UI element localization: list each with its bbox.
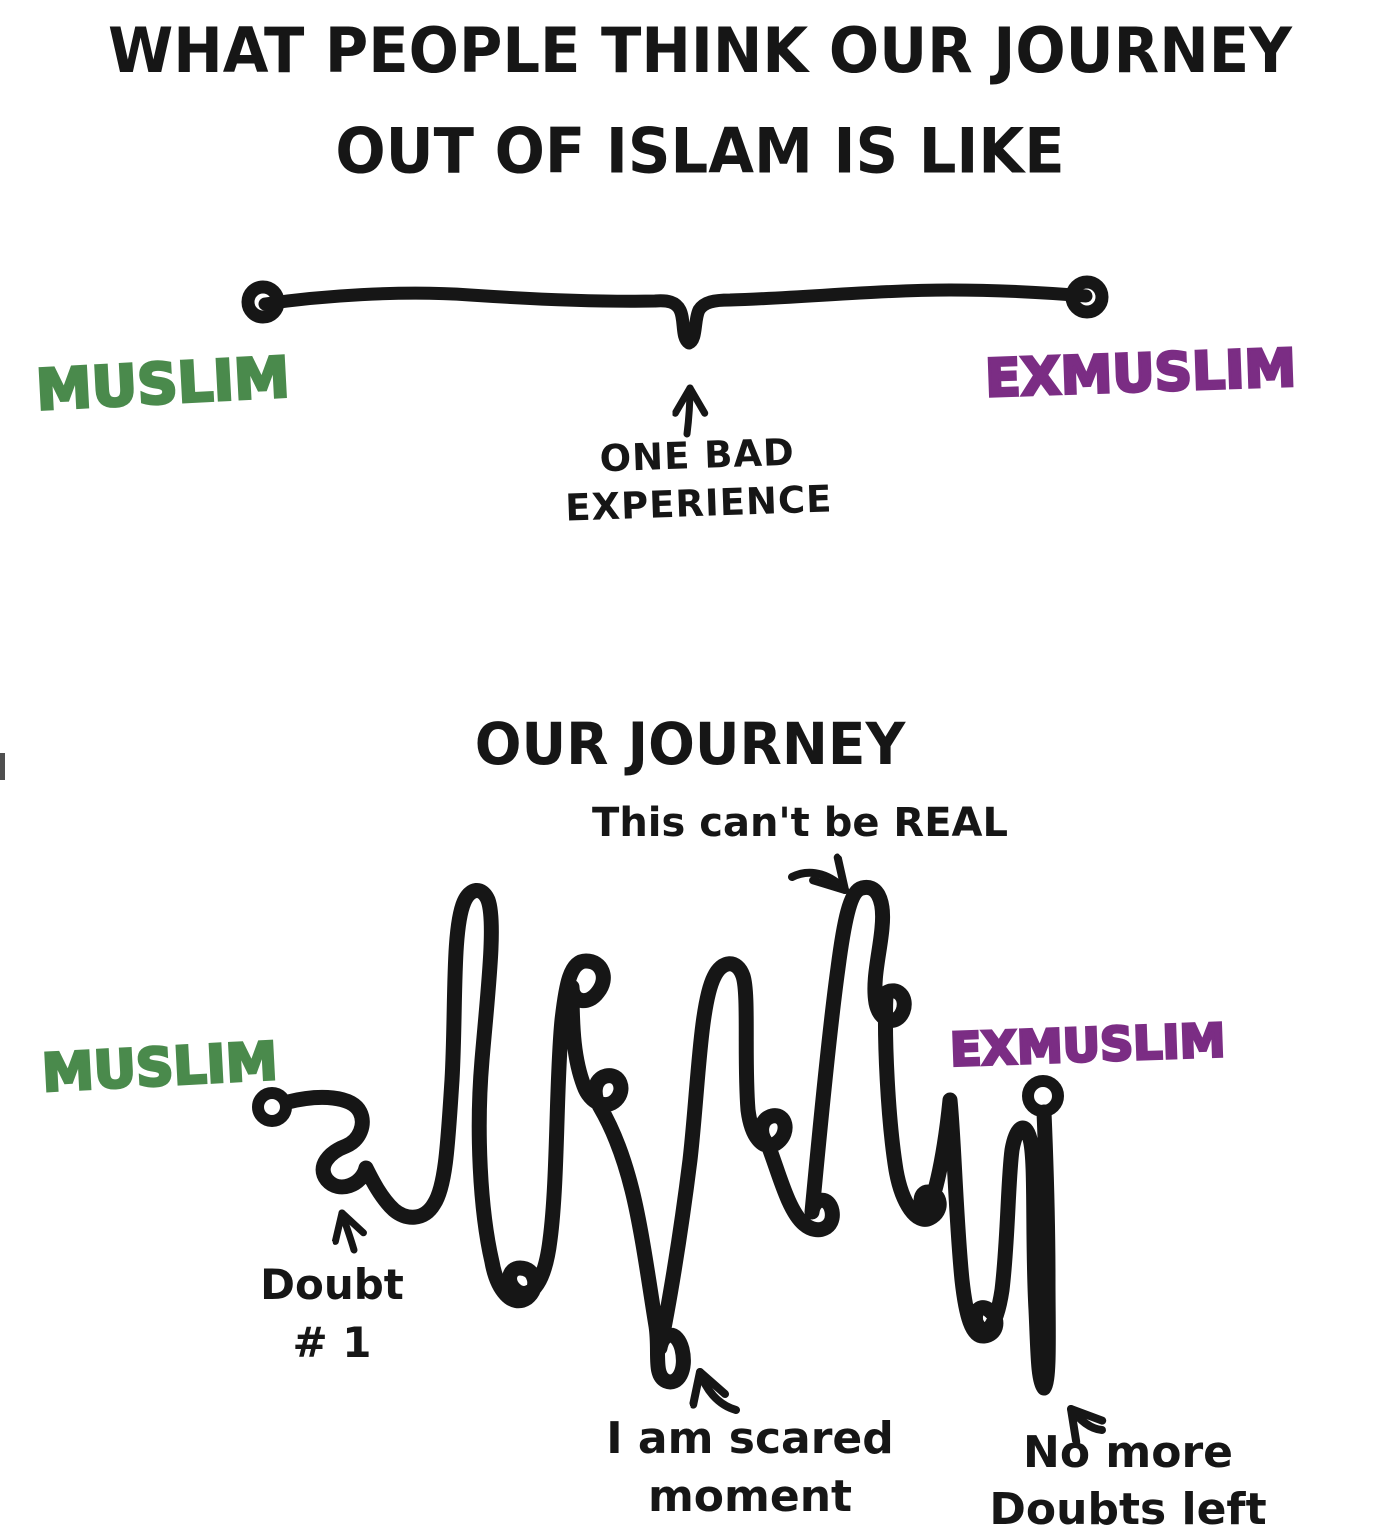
- muslim-label-bottom: MUSLIM: [39, 1030, 280, 1105]
- bottom-title: OUR JOURNEY: [474, 710, 906, 778]
- no-doubts-arrow: [1071, 1409, 1102, 1430]
- no-doubts-note: No more Doubts left: [948, 1424, 1308, 1538]
- exmuslim-end-dot: [1065, 275, 1109, 319]
- scared-note-line1: I am scared: [606, 1413, 894, 1464]
- doubt-note-line1: Doubt: [260, 1260, 404, 1309]
- no-doubts-note-line1: No more: [1023, 1427, 1233, 1478]
- no-doubts-note-line2: Doubts left: [989, 1484, 1267, 1535]
- cant-be-real-arrow: [788, 873, 845, 890]
- muslim-start-dot-bottom: [252, 1087, 292, 1127]
- doubt-arrow: [342, 1213, 354, 1254]
- muslim-start-dot: [241, 280, 285, 324]
- top-title-line1: WHAT PEOPLE THINK OUR JOURNEY: [107, 13, 1292, 87]
- tangled-journey-line: [280, 879, 1056, 1396]
- muslim-label-top: MUSLIM: [33, 344, 293, 425]
- cant-be-real-note: This can't be REAL: [592, 800, 1008, 846]
- scared-note: I am scared moment: [555, 1410, 945, 1526]
- edge-artifact: [0, 753, 5, 780]
- doubt-note: Doubt # 1: [232, 1256, 432, 1372]
- one-bad-experience-arrow: [687, 388, 690, 438]
- scared-note-line2: moment: [647, 1471, 853, 1522]
- scared-arrow: [700, 1372, 740, 1414]
- top-title-line2: OUT OF ISLAM IS LIKE: [335, 113, 1065, 188]
- straight-journey-line: [258, 283, 1093, 350]
- exmuslim-end-dot-bottom: [1022, 1075, 1064, 1117]
- exmuslim-label-top: EXMUSLIM: [983, 337, 1299, 411]
- exmuslim-label-bottom: EXMUSLIM: [948, 1012, 1228, 1079]
- top-title: WHAT PEOPLE THINK OUR JOURNEY OUT OF ISL…: [0, 1, 1400, 202]
- one-bad-experience-note: ONE BAD EXPERIENCE: [526, 426, 869, 534]
- doubt-note-line2: # 1: [292, 1318, 372, 1367]
